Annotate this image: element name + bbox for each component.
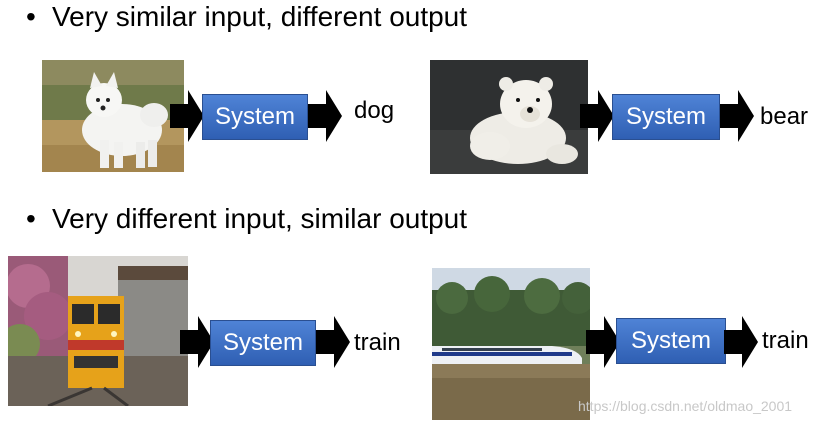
output-label-bear: bear xyxy=(760,103,809,130)
bullet-text: Very different input, similar output xyxy=(52,203,468,234)
output-label-train: train xyxy=(762,327,809,354)
arrow-right-icon xyxy=(180,316,214,368)
bullet-marker: • xyxy=(26,203,36,234)
arrow-right-icon xyxy=(170,90,204,142)
system-box: System xyxy=(210,320,316,366)
arrow-right-icon xyxy=(720,90,754,142)
output-label-train: train xyxy=(354,329,401,356)
arrow-right-icon xyxy=(586,316,620,368)
arrow-right-icon xyxy=(580,90,614,142)
system-box: System xyxy=(616,318,726,364)
bullet-marker: • xyxy=(26,1,36,32)
arrow-right-icon xyxy=(724,316,758,368)
bullet-text: Very similar input, different output xyxy=(52,1,468,32)
yellow-train-photo xyxy=(8,256,188,406)
watermark-text: https://blog.csdn.net/oldmao_2001 xyxy=(578,398,793,414)
bullet-different-input: • Very different input, similar output xyxy=(26,202,467,236)
dog-photo xyxy=(42,60,184,172)
arrow-right-icon xyxy=(316,316,350,368)
output-label-dog: dog xyxy=(354,97,395,124)
arrow-right-icon xyxy=(308,90,342,142)
polar-bear-photo xyxy=(430,60,588,174)
system-box: System xyxy=(612,94,720,140)
high-speed-train-photo xyxy=(432,268,590,420)
system-box: System xyxy=(202,94,308,140)
bullet-similar-input: • Very similar input, different output xyxy=(26,0,467,34)
